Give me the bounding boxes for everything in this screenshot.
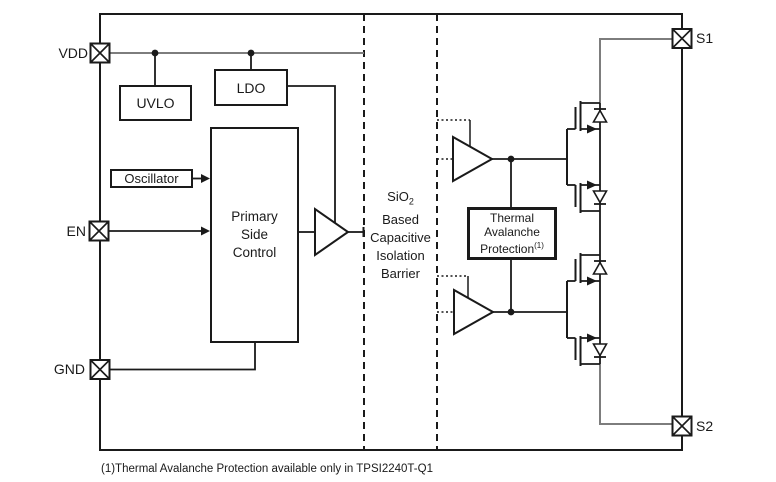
pin-vdd-label: VDD	[58, 45, 88, 61]
ldo-label: LDO	[236, 79, 266, 96]
mosfet-q1	[567, 101, 608, 134]
q4-source-arrow	[587, 333, 597, 343]
ldo-block: LDO	[214, 69, 288, 106]
oscillator-label: Oscillator	[124, 171, 179, 186]
thermal-avalanche-protection-label: Thermal Avalanche Protection(1)	[480, 211, 544, 256]
pin-s1-symbol	[671, 28, 693, 49]
primary-side-control-label: Primary Side Control	[231, 209, 278, 260]
q2-body-diode	[592, 190, 608, 205]
isolation-barrier-label: SiO2 Based Capacitive Isolation Barrier	[370, 189, 431, 281]
junction-dot-bottom-gate	[507, 308, 515, 316]
q3-source-arrow	[587, 276, 597, 286]
pin-s1-label: S1	[696, 30, 714, 46]
bottom-gate-buffer-triangle	[453, 288, 496, 336]
pin-gnd-label: GND	[53, 361, 85, 377]
oscillator-arrowhead	[201, 174, 210, 183]
mosfet-q4	[567, 333, 608, 366]
uvlo-block: UVLO	[119, 85, 192, 121]
q3-body-diode	[592, 260, 608, 275]
pin-vdd-symbol	[89, 42, 111, 64]
pin-gnd-symbol	[89, 359, 111, 380]
junction-dot-vdd-uvlo	[151, 49, 159, 57]
q1-source-arrow	[587, 124, 597, 134]
thermal-avalanche-protection-block: Thermal Avalanche Protection(1)	[467, 207, 557, 260]
q2-source-arrow	[587, 180, 597, 190]
primary-side-control-block: Primary Side Control	[210, 127, 299, 343]
tap-footnote-marker: (1)	[534, 241, 544, 250]
junction-dot-vdd-ldo	[247, 49, 255, 57]
pin-en-symbol	[88, 220, 110, 242]
pin-en-label: EN	[66, 223, 86, 239]
top-gate-buffer-triangle	[452, 135, 495, 183]
mosfet-q2	[567, 180, 608, 213]
q4-body-diode	[592, 343, 608, 358]
gnd-wire	[109, 343, 256, 371]
s1-feed-wire	[599, 38, 673, 103]
pin-s2-symbol	[671, 415, 693, 437]
s2-feed-wire	[599, 364, 673, 425]
mosfet-q3	[567, 253, 608, 286]
q1-body-diode	[592, 108, 608, 123]
en-arrowhead	[201, 226, 210, 236]
primary-driver-triangle	[314, 207, 350, 257]
pin-s2-label: S2	[696, 418, 714, 434]
oscillator-block: Oscillator	[110, 169, 193, 188]
ldo-output-wire	[288, 85, 336, 223]
uvlo-label: UVLO	[136, 95, 175, 111]
footnote: (1)Thermal Avalanche Protection availabl…	[101, 463, 433, 475]
junction-dot-top-gate	[507, 155, 515, 163]
